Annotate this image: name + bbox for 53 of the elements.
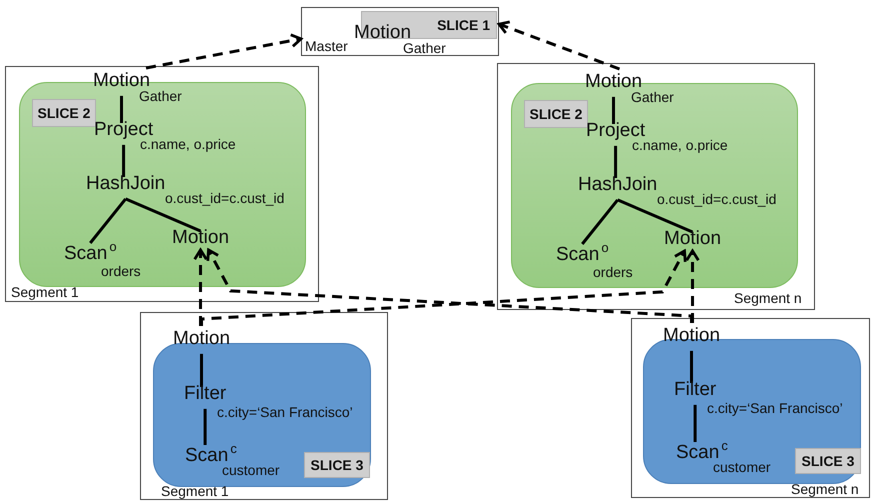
operator-name: Motion — [172, 228, 230, 249]
segment-box — [497, 63, 815, 310]
connector-line — [122, 144, 126, 177]
operator-detail: customer — [713, 460, 771, 476]
segment-box — [631, 318, 870, 498]
slice-badge: SLICE 3 — [795, 448, 861, 474]
operator-detail: Gather — [139, 89, 182, 104]
connector-line — [694, 404, 697, 442]
dashed-arrow — [146, 33, 302, 70]
operator-name: HashJoin — [578, 175, 658, 196]
operator-name: Scan$^{o}$ — [556, 241, 609, 266]
segment-box — [140, 312, 388, 500]
connector-line — [125, 198, 202, 232]
operator-name: Filter — [184, 384, 226, 405]
connector-line — [204, 408, 207, 445]
slice-badge: SLICE 2 — [524, 100, 588, 128]
operator-detail: Gather — [403, 41, 446, 56]
slice-badge: SLICE 2 — [32, 99, 96, 127]
connector-line — [120, 96, 124, 123]
operator-name: HashJoin — [86, 174, 166, 195]
segment-box — [301, 7, 499, 56]
slice-panel — [153, 343, 371, 487]
operator-detail: o.cust_id=c.cust_id — [165, 191, 284, 206]
connector-line — [581, 198, 619, 245]
operator-detail: orders — [593, 265, 633, 280]
operator-name: Scan$^{c}$ — [676, 439, 728, 463]
dashed-arrow — [498, 20, 620, 70]
operator-name: Scan$^{o}$ — [64, 240, 117, 265]
connector-line — [690, 350, 694, 383]
slice-badge: SLICE 3 — [304, 452, 370, 478]
connector-line — [614, 146, 618, 178]
segment-label: Segment n — [734, 290, 802, 306]
segment-label: Segment 1 — [161, 483, 229, 499]
segment-label: Master — [305, 38, 348, 54]
connector-line — [200, 354, 204, 387]
segment-box — [5, 66, 319, 302]
connector-line — [617, 198, 694, 234]
operator-detail: orders — [101, 264, 141, 280]
operator-detail: customer — [222, 463, 280, 478]
operator-detail: Gather — [631, 90, 674, 106]
connector-line — [612, 96, 616, 124]
operator-detail: c.city=‘San Francisco’ — [707, 401, 843, 416]
operator-name: Motion — [354, 23, 412, 43]
dashed-arrow — [193, 248, 208, 326]
connector-line — [89, 198, 127, 244]
operator-name: Motion — [664, 229, 722, 250]
operator-detail: o.cust_id=c.cust_id — [657, 192, 776, 208]
dashed-arrow — [685, 250, 700, 323]
segment-label: Segment 1 — [11, 284, 79, 300]
operator-name: Filter — [674, 380, 716, 401]
operator-name: Scan$^{c}$ — [185, 442, 237, 466]
operator-detail: c.city=‘San Francisco’ — [217, 405, 353, 420]
segment-label: Segment n — [791, 481, 859, 497]
